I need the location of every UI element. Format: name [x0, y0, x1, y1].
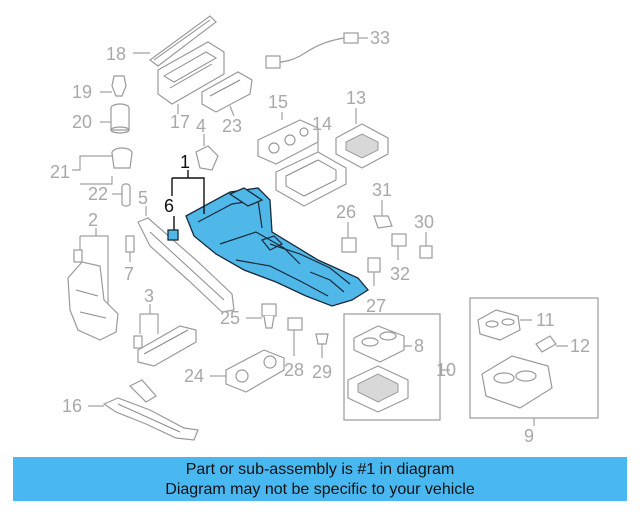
- callout-27: 27: [366, 296, 386, 316]
- part-1-center-console: [185, 187, 369, 307]
- callout-25: 25: [220, 308, 240, 328]
- callout-19: 19: [72, 82, 92, 102]
- part-22-fastener: [112, 183, 131, 207]
- part-25-clip: [246, 303, 277, 329]
- part-31-switch: [373, 200, 393, 229]
- callout-24: 24: [184, 366, 204, 386]
- part-19-clip: [100, 75, 127, 97]
- callout-10: 10: [436, 360, 456, 380]
- callout-14: 14: [312, 114, 332, 134]
- callout-18: 18: [106, 44, 126, 64]
- callout-4: 4: [196, 116, 206, 136]
- callout-1: 1: [180, 152, 190, 172]
- part-27-clip: [367, 257, 381, 286]
- part-18-trim-strip: [133, 15, 217, 67]
- part-2-side-panel: [67, 228, 119, 341]
- callout-8: 8: [414, 336, 424, 356]
- callout-12: 12: [570, 336, 590, 356]
- callout-22: 22: [88, 184, 108, 204]
- part-24-control-panel: [210, 349, 285, 393]
- part-21-bracket: [72, 147, 133, 185]
- callout-33: 33: [370, 28, 390, 48]
- part-23-bracket: [201, 71, 253, 117]
- callout-23: 23: [222, 116, 242, 136]
- part-29-switch: [315, 333, 329, 358]
- callout-32: 32: [390, 264, 410, 284]
- part-30-switch: [419, 232, 433, 259]
- part-15-switch-panel: [257, 112, 319, 165]
- callout-7: 7: [124, 264, 134, 284]
- callout-13: 13: [346, 88, 366, 108]
- callout-30: 30: [414, 212, 434, 232]
- callout-15: 15: [268, 92, 288, 112]
- part-16-rail: [88, 379, 199, 441]
- callout-2: 2: [88, 210, 98, 230]
- part-3-bracket: [133, 304, 197, 367]
- box-9-cupholder-group: [469, 297, 599, 426]
- info-banner: Part or sub-assembly is #1 in diagram Di…: [13, 457, 627, 501]
- part-33-cable: [265, 32, 368, 69]
- callout-20: 20: [72, 112, 92, 132]
- callout-16: 16: [62, 396, 82, 416]
- part-7-clip: [125, 235, 135, 262]
- callout-26: 26: [336, 202, 356, 222]
- callout-9: 9: [524, 426, 534, 446]
- part-14-tray: [275, 132, 347, 207]
- part-4-bracket: [195, 134, 219, 171]
- callout-31: 31: [372, 180, 392, 200]
- callout-6: 6: [164, 196, 174, 216]
- callout-17: 17: [170, 112, 190, 132]
- callout-29: 29: [312, 362, 332, 382]
- part-26-switch: [341, 222, 357, 253]
- callout-11: 11: [536, 310, 555, 330]
- part-6-clip: [167, 216, 179, 241]
- callout-3: 3: [144, 286, 154, 306]
- part-28-switch: [287, 317, 303, 356]
- part-5-side-trim: [137, 206, 235, 313]
- part-32-switch: [391, 233, 407, 260]
- leader-1: [171, 170, 205, 214]
- part-20-socket: [100, 103, 130, 134]
- callout-28: 28: [284, 360, 304, 380]
- callout-21: 21: [50, 162, 70, 182]
- part-17-console-panel: [157, 41, 225, 114]
- banner-line-1: Part or sub-assembly is #1 in diagram: [185, 461, 455, 478]
- callout-5: 5: [138, 188, 148, 208]
- banner-line-2: Diagram may not be specific to your vehi…: [165, 481, 475, 498]
- parts-diagram: 18 17 23 33 19 20 21: [50, 15, 599, 446]
- part-13-shift-bezel: [335, 108, 389, 169]
- box-10-cupholder-group: [343, 313, 450, 421]
